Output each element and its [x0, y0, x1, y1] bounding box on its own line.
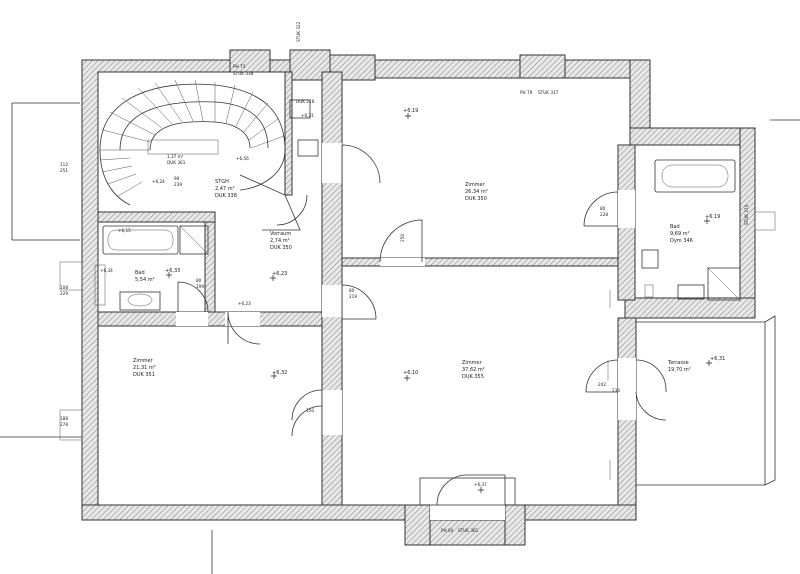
dim-door-80b: 80 — [349, 288, 355, 293]
sink-left — [119, 291, 161, 311]
dim-left-112-b: 251 — [60, 168, 68, 173]
room-zimmer-left-area: 21,31 m² — [133, 365, 156, 371]
bay-window — [419, 477, 516, 506]
elevation-markers: +6,56 +6,24 +6,31 +6,15 +6,23 +6,37 +6,3… — [100, 113, 487, 487]
dim-door-239: 239 — [174, 182, 182, 187]
room-bad-right-elev: +6,19 — [705, 214, 720, 220]
room-zimmer-center-elev: +6,10 — [403, 370, 418, 376]
terrace — [607, 290, 776, 486]
dim-top-right-window-2: STUK 317 — [538, 90, 559, 95]
room-zimmer-top-elev: +6,19 — [403, 108, 418, 114]
room-stgh-area: 2,47 m² — [215, 186, 235, 192]
toilet-right — [641, 249, 659, 269]
dim-door-80c: 80 — [600, 206, 606, 211]
room-zimmer-center-level: DUK 355 — [462, 374, 484, 380]
room-zimmer-left-name: Zimmer — [133, 358, 154, 364]
room-terrasse-area: 19,70 m² — [668, 367, 691, 373]
door-swings — [177, 144, 667, 506]
room-bad-left-area: 5,54 m² — [135, 277, 155, 283]
dim-left-112-a: 112 — [60, 162, 68, 167]
room-bad-right-area: 9,69 m² — [670, 231, 690, 237]
elev-upper: +6,31 — [301, 113, 314, 118]
elev-left-bad: +6,34 — [100, 268, 113, 273]
dim-top-left-window-1: PH 73 — [233, 64, 246, 69]
dim-door-150: 150 — [306, 408, 314, 413]
dim-door-90: 90 — [174, 176, 180, 181]
room-terrasse-name: Terrasse — [667, 360, 689, 366]
room-bad-left-elev: +6,33 — [165, 268, 180, 274]
room-vorraum-name: Vorraum — [270, 231, 291, 237]
room-bad-left-name: Bad — [135, 270, 145, 276]
dim-left-188-a: 188 — [60, 416, 68, 421]
elev-bath-tub: +6,15 — [118, 228, 131, 233]
room-zimmer-center-name: Zimmer — [462, 360, 483, 366]
room-vorraum-level: DUK 350 — [270, 245, 292, 251]
room-zimmer-top-name: Zimmer — [465, 182, 486, 188]
dim-left-108-b: 229 — [60, 291, 68, 296]
dim-top-right-window-1: PH 79 — [520, 90, 533, 95]
elev-vorraum-b: +6,23 — [238, 301, 251, 306]
dim-door-250: 250 — [400, 234, 405, 242]
dim-door-80a: 80 — [196, 278, 202, 283]
dimension-labels: PH 73 STUK 338 STUK 322 DUK 216 PH 79 ST… — [60, 21, 749, 533]
spiral-staircase — [99, 79, 301, 231]
room-zimmer-center-area: 37,62 m² — [462, 367, 485, 373]
dim-top-shaft: STUK 322 — [296, 21, 301, 42]
elev-stair1: +6,56 — [236, 156, 249, 161]
window-right — [754, 211, 776, 231]
outer-walls — [81, 49, 756, 546]
bathtub-right — [654, 159, 736, 193]
dim-door-219: 219 — [349, 294, 357, 299]
dim-right-window: STUK 274 — [744, 204, 749, 225]
room-vorraum-elev: +6,23 — [272, 271, 287, 277]
dim-door-236: 236 — [612, 388, 620, 393]
fixtures — [59, 99, 776, 506]
site-lines — [0, 102, 800, 574]
door-gaps — [176, 143, 636, 520]
elev-stair2: +6,24 — [152, 179, 165, 184]
room-zimmer-top-level: DUK 350 — [465, 196, 487, 202]
room-vorraum-area: 2,74 m² — [270, 238, 290, 244]
window-left-2 — [59, 409, 83, 441]
toilet-upper — [297, 139, 319, 157]
dim-door-242: 242 — [598, 382, 606, 387]
room-terrasse-elev: +6,31 — [710, 356, 725, 362]
shower-left — [179, 225, 209, 255]
dim-left-188-b: 278 — [60, 422, 68, 427]
room-labels: Zimmer 26,34 m² DUK 350 +6,19 Zimmer 37,… — [133, 108, 725, 380]
dim-door-199: 199 — [196, 284, 204, 289]
room-stgh-name: STGH — [215, 179, 229, 185]
level-crosshairs — [166, 113, 712, 493]
shower-right — [707, 267, 741, 301]
room-zimmer-left-elev: +6,32 — [272, 370, 287, 376]
room-zimmer-left-level: DUK 351 — [133, 372, 155, 378]
dim-top-left-window-2: STUK 338 — [233, 71, 254, 76]
sink-upper — [289, 99, 311, 119]
sink-right — [677, 284, 705, 300]
dim-bottom-window-2: STUK 361 — [458, 528, 479, 533]
dim-top-duk: DUK 216 — [296, 99, 315, 104]
elev-bottom: +6,37 — [474, 482, 487, 487]
dim-bottom-window-1: PH 64 — [441, 528, 454, 533]
room-stgh-level: DUK 338 — [215, 193, 237, 199]
stair-landing-level: DUK 361 — [167, 160, 186, 165]
bathtub-left — [102, 225, 179, 255]
dim-door-228: 228 — [600, 212, 608, 217]
room-zimmer-top-area: 26,34 m² — [465, 189, 488, 195]
radiator-left — [94, 264, 106, 306]
stair-landing-area: 1,37 m² — [167, 154, 184, 159]
dim-left-108-a: 108 — [60, 285, 68, 290]
room-bad-right-name: Bad — [670, 224, 680, 230]
room-bad-right-level: Dym 346 — [670, 238, 693, 244]
window-left-1 — [59, 261, 83, 291]
